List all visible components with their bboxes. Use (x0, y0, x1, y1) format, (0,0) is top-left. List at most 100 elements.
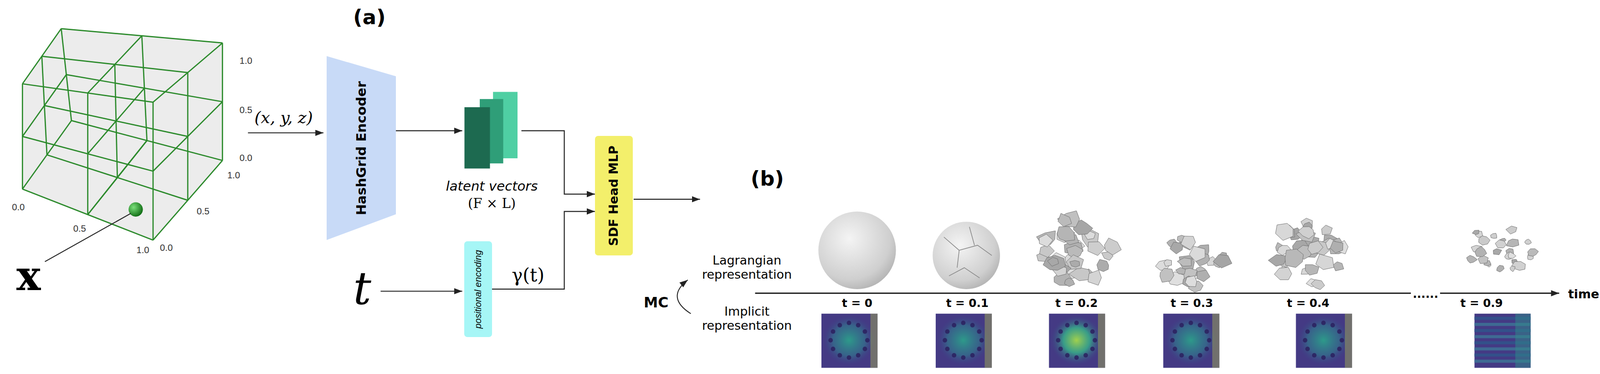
heatmap-blob (1164, 314, 1218, 366)
heatmap (935, 313, 992, 368)
heatmap-dot (951, 352, 957, 358)
heatmap-dot (970, 352, 975, 358)
fragment (1185, 275, 1197, 287)
label: t = 0.4 (1285, 296, 1332, 310)
heatmap-dot (1312, 352, 1317, 358)
fragment (1175, 266, 1186, 274)
label: t = 0.1 (944, 296, 991, 310)
fragment (1069, 260, 1080, 267)
heatmap-dot (1339, 337, 1344, 343)
heatmap-dot (1179, 322, 1185, 328)
fragment (1490, 232, 1498, 238)
heatmap-dot (1204, 328, 1210, 334)
fragment (1056, 226, 1075, 242)
encoder-trapezoid: HashGrid Encoder (326, 56, 396, 240)
fragment (1524, 238, 1532, 244)
heatmap-dot (846, 320, 852, 325)
heatmap-dot (1090, 346, 1095, 351)
heatmap-dot (1172, 346, 1178, 351)
heatmap-blob (936, 314, 990, 366)
fragment (1104, 237, 1122, 255)
heatmap-blob (1050, 314, 1103, 366)
heatmap-dot (830, 328, 836, 334)
fragment (1307, 240, 1324, 255)
node-text: HashGrid Encoder (353, 81, 369, 216)
fragment (1466, 255, 1478, 263)
heatmap-dot (951, 322, 957, 328)
query-point (128, 202, 143, 217)
heatmap-edge (870, 313, 878, 368)
grid-line (187, 72, 189, 200)
heatmap-edge (984, 313, 992, 368)
label: (x, y, z) (254, 107, 313, 127)
axis-tick: 0.0 (239, 153, 253, 164)
heatmap-dot (837, 352, 842, 358)
heatmap-dot (1197, 322, 1203, 328)
heatmap-dot (862, 328, 868, 334)
fragment (1472, 230, 1480, 235)
heatmap-blob (1297, 314, 1350, 366)
heatmap-dot (1074, 320, 1079, 325)
heatmap-dot (1090, 328, 1095, 334)
axis-tick: 1.0 (227, 170, 241, 181)
fragment (1493, 248, 1503, 255)
label: MC (643, 293, 669, 311)
fragment (1297, 226, 1314, 239)
mc-arrow (677, 279, 692, 314)
crack-line (958, 245, 992, 256)
heatmap (821, 313, 878, 368)
fragment (1321, 225, 1333, 235)
fragment (1330, 240, 1344, 253)
heatmap-dot (1188, 354, 1194, 360)
heatmap-dot (970, 322, 975, 328)
heatmap-dot (828, 337, 833, 343)
label: t = 0.3 (1168, 296, 1215, 310)
cube-face (61, 28, 223, 161)
fragment (1047, 256, 1059, 266)
heatmap-dot (1197, 352, 1203, 358)
heatmap-dot (1065, 322, 1070, 328)
fragment (1474, 246, 1487, 257)
heatmap-edge (1212, 313, 1220, 368)
grid-line (61, 28, 223, 43)
output-arrow (633, 198, 701, 200)
axis-tick: 0.0 (11, 201, 25, 213)
latent-caption: latent vectors(F × L) (446, 177, 539, 213)
heatmap-dot (1206, 337, 1212, 343)
label: x (16, 251, 41, 299)
node-text: (F × L) (467, 194, 516, 213)
grid-cube (22, 28, 223, 241)
latent-stack: latent vectors(F × L) (462, 89, 522, 172)
label: (b) (750, 166, 785, 191)
heatmap-dot (960, 354, 966, 360)
edge-label: γ(t) (511, 264, 545, 286)
heatmap-dot (1305, 346, 1310, 351)
mlp-box: SDF Head MLP (594, 135, 633, 256)
leader-line (45, 213, 131, 262)
label: t (353, 262, 372, 315)
node-text: SDF Head MLP (606, 145, 621, 246)
fragment (1274, 266, 1292, 280)
node-text: positional encoding (472, 249, 483, 329)
heatmap-dot (846, 354, 852, 360)
heatmap-dot (1056, 337, 1061, 343)
fragment (1057, 210, 1080, 227)
label: t = 0.2 (1053, 296, 1100, 310)
axis-tick: 0.5 (196, 205, 210, 217)
heatmap-dot (1172, 328, 1178, 334)
encoding-box: positional encoding (464, 241, 492, 338)
fragment (1164, 259, 1172, 267)
fragment (1496, 265, 1505, 272)
heatmap-edge (1344, 313, 1353, 368)
heatmap-dot (1337, 328, 1342, 334)
heatmap-dot (1092, 337, 1098, 343)
axis-tick: 0.5 (239, 104, 253, 116)
crack-line (969, 226, 975, 245)
heatmap-dot (1337, 346, 1342, 351)
fragment (1506, 238, 1519, 247)
heatmap-dot (976, 328, 982, 334)
fragment (1177, 257, 1192, 266)
fragment (1213, 254, 1232, 268)
grid-line (153, 42, 223, 103)
sphere (818, 211, 896, 289)
